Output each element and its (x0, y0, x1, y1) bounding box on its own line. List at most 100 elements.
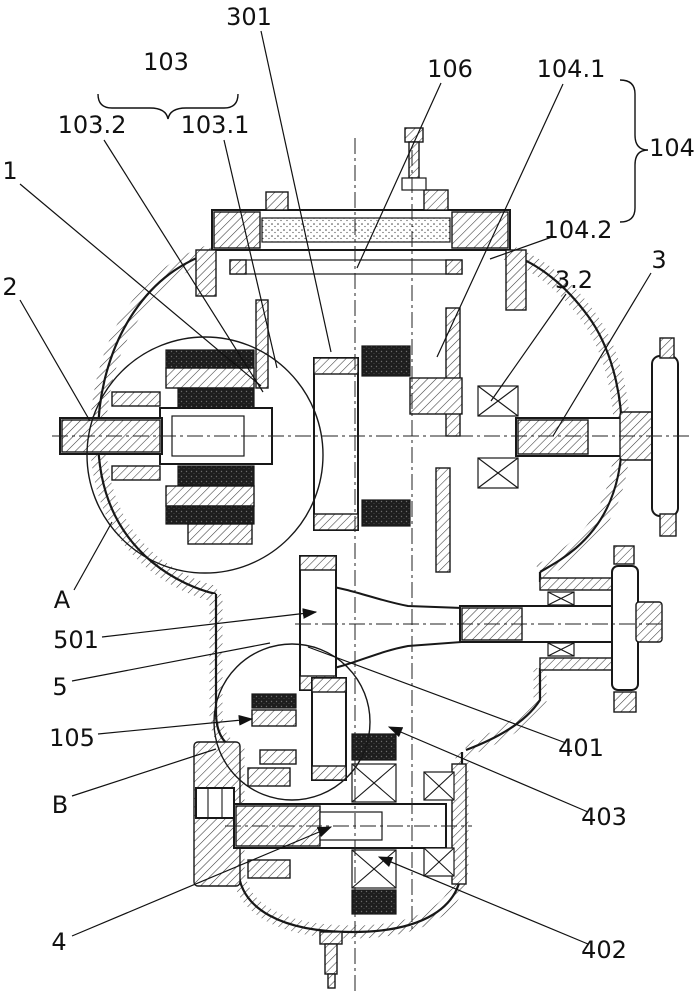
leader-301 (260, 30, 332, 353)
inner-wall-right (445, 307, 461, 437)
label-104-1: 104.1 (537, 55, 606, 83)
lowerB-hub-top-cap (311, 677, 347, 693)
right-gear-section (409, 377, 463, 415)
label-3: 3 (651, 246, 666, 274)
inner-wall-mid-lower (435, 467, 451, 573)
differential-hub (299, 555, 337, 691)
lower-left-roller-top (247, 767, 291, 787)
label-301: 301 (226, 3, 272, 31)
lower-right-wall-plate (451, 763, 467, 885)
bearing-lowr-bottom-x2 (423, 847, 455, 877)
leader-4 (71, 826, 333, 937)
drain-bolt-tip (327, 973, 336, 989)
lower-gear-top (351, 733, 397, 761)
middle-flange-plate (611, 565, 639, 691)
shift-rod (229, 259, 463, 275)
detail-circle-B (213, 643, 371, 801)
left-gear-top-3 (177, 387, 255, 409)
top-breather-bolt (401, 127, 427, 191)
leader-5 (71, 642, 271, 682)
differential-hub-top-cap (299, 555, 337, 571)
right-flange-bolt-bottom (659, 513, 677, 537)
leader-1 (19, 183, 262, 387)
lower-housing-outline (236, 748, 464, 934)
middle-flange-tab-bottom (613, 691, 637, 713)
central-gear-column (313, 345, 463, 531)
leader-2 (19, 299, 91, 422)
brace-104 (619, 79, 649, 223)
leader-3-2 (490, 293, 567, 402)
middle-housing-right-wall (463, 668, 547, 757)
middle-flange-bolt (635, 601, 663, 643)
lowerB-gear-small (251, 693, 297, 709)
bearing-low-bottom-x2 (351, 849, 397, 889)
detail-circle-A (86, 336, 324, 574)
lower-flange-bolt-head (195, 787, 235, 819)
label-5: 5 (52, 673, 67, 701)
leader-104-2 (489, 236, 553, 260)
left-snout-bottom-wall (111, 465, 161, 481)
left-gear-bottom-2 (165, 485, 255, 507)
label-A: A (54, 586, 71, 614)
leader-105 (97, 714, 254, 735)
top-cover-left-section (213, 211, 261, 249)
leader-B (71, 748, 217, 797)
top-cover-assembly (195, 189, 527, 311)
bearing-lowr-top-x2 (423, 771, 455, 801)
shift-rod-right-cap (445, 259, 463, 275)
center-gear-bottom (361, 499, 411, 527)
label-2: 2 (2, 273, 17, 301)
middle-tube-top-wall (539, 577, 615, 591)
label-1: 1 (2, 157, 17, 185)
label-106: 106 (427, 55, 473, 83)
left-gear-top-1 (165, 349, 255, 369)
lower-gear-bottom (351, 889, 397, 915)
leader-403 (387, 726, 589, 813)
top-cover-left-step (195, 249, 217, 297)
right-shaft-section (517, 419, 589, 455)
breather-stem (408, 141, 420, 179)
leader-A (73, 521, 113, 591)
output-shaft-right (515, 337, 679, 537)
top-cover-bolt-right (423, 189, 449, 211)
leader-106 (356, 82, 442, 269)
lowerB-gear-small-3 (259, 749, 297, 765)
bearing-ur-bottom-x2 (477, 457, 519, 489)
center-gear-top (361, 345, 411, 377)
lowerB-hub (311, 677, 347, 781)
label-104: 104 (649, 134, 695, 162)
lowerB-hub-bottom-cap (311, 765, 347, 781)
left-bearing-gear-cluster (111, 349, 273, 545)
left-snout-top-wall (111, 391, 161, 407)
breather-collar (401, 177, 427, 191)
center-hub-301 (313, 357, 359, 531)
label-105: 105 (49, 724, 95, 752)
middle-tube-bottom-wall (539, 657, 615, 671)
label-104-2: 104.2 (544, 216, 613, 244)
label-4: 4 (51, 928, 66, 956)
bearing-low-top-x2 (351, 763, 397, 803)
drain-bolt-head (319, 931, 343, 945)
leader-103-1 (223, 139, 278, 369)
leader-401 (307, 646, 567, 744)
label-B: B (52, 791, 68, 819)
leader-3 (552, 272, 652, 437)
center-hub-bottom-cap (313, 513, 359, 531)
middle-flange-tab-top (613, 545, 635, 565)
label-402: 402 (581, 936, 627, 964)
drain-bolt-stem (324, 943, 338, 975)
right-flange-bolt-top (659, 337, 675, 359)
differential-section (299, 545, 663, 713)
top-cover-right-step (505, 249, 527, 311)
label-501: 501 (53, 626, 99, 654)
left-gear-bottom-3 (165, 505, 255, 525)
bottom-drain-bolt (319, 931, 343, 989)
lower-housing-shell (193, 741, 469, 939)
label-103-1: 103.1 (181, 111, 250, 139)
leader-103-2 (103, 139, 264, 393)
label-403: 403 (581, 803, 627, 831)
leader-501 (101, 608, 318, 638)
